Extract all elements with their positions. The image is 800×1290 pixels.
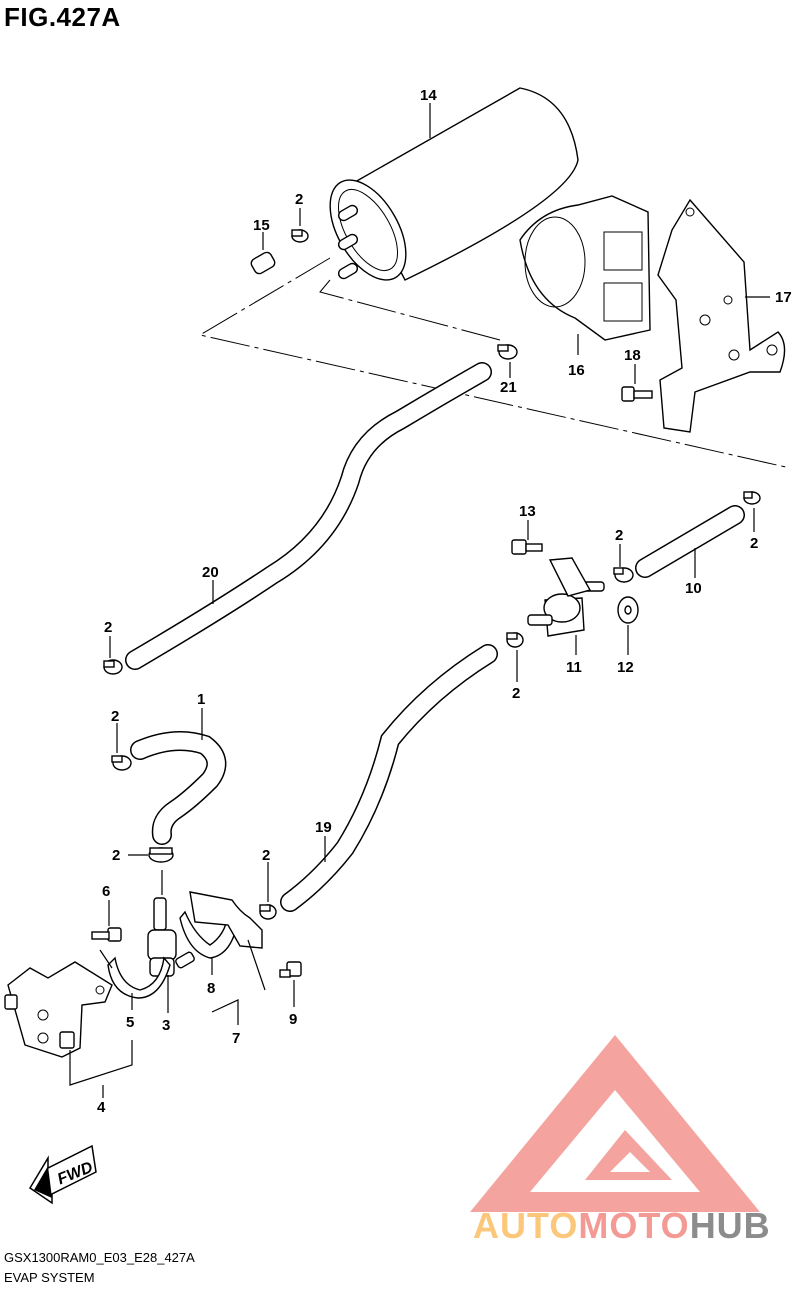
- callout-labels: 14 2 15 17 18 16 21 13 2 2 10 20 2 11 12…: [97, 87, 792, 1116]
- callout-2: 2: [295, 191, 303, 208]
- canister-bracket: [657, 198, 786, 433]
- callout-19: 19: [315, 819, 332, 836]
- callout-2: 2: [104, 619, 112, 636]
- callout-1: 1: [197, 691, 205, 708]
- hose-clamps: [103, 229, 761, 920]
- callout-13: 13: [519, 503, 536, 520]
- hose-clamp-icon: [148, 847, 174, 863]
- bolt-6: [91, 927, 122, 942]
- canister: [329, 87, 579, 281]
- callout-20: 20: [202, 564, 219, 581]
- watermark-hub: HUB: [689, 1205, 771, 1246]
- bracket-7: [189, 891, 263, 949]
- hose-20: [125, 362, 492, 670]
- watermark-logo-icon: [470, 1035, 760, 1212]
- model-code: GSX1300RAM0_E03_E28_427A: [4, 1250, 195, 1265]
- hose-clamp-icon: [613, 567, 634, 583]
- bolt-18: [621, 386, 653, 402]
- reference-lines: [198, 257, 791, 469]
- callout-10: 10: [685, 580, 702, 597]
- callout-2: 2: [615, 527, 623, 544]
- valve-bracket: [4, 961, 113, 1058]
- hose-clamp-icon: [743, 491, 761, 505]
- hose-1: [130, 731, 227, 845]
- callout-9: 9: [289, 1011, 297, 1028]
- callout-2: 2: [262, 847, 270, 864]
- bolt-13: [511, 539, 543, 555]
- washer: [617, 596, 639, 624]
- watermark-auto: AUTO: [473, 1205, 579, 1246]
- valve-holder: [107, 956, 171, 999]
- callout-16: 16: [568, 362, 585, 379]
- callout-4: 4: [97, 1099, 106, 1116]
- hose-clamp-icon: [497, 344, 518, 360]
- callout-2: 2: [112, 847, 120, 864]
- watermark-text: AUTOMOTOHUB: [473, 1205, 771, 1247]
- hose-clamp-icon: [291, 229, 309, 243]
- callout-14: 14: [420, 87, 437, 104]
- callout-3: 3: [162, 1017, 170, 1034]
- callout-21: 21: [500, 379, 517, 396]
- purge-control-valve: [527, 557, 605, 637]
- watermark-moto: MOTO: [578, 1205, 690, 1246]
- callout-18: 18: [624, 347, 641, 364]
- bolt-9: [279, 961, 302, 978]
- canister-holder: [519, 195, 651, 341]
- plug-cap: [250, 251, 276, 275]
- callout-11: 11: [566, 659, 582, 676]
- callout-12: 12: [617, 659, 634, 676]
- callout-5: 5: [126, 1014, 134, 1031]
- hose-19: [280, 644, 498, 912]
- section-title: EVAP SYSTEM: [4, 1270, 95, 1285]
- hose-clamp-icon: [259, 904, 277, 920]
- leader-lines: [69, 103, 770, 1098]
- hose-clamp-icon: [111, 755, 132, 771]
- callout-6: 6: [102, 883, 110, 900]
- figure-title: FIG.427A: [4, 2, 121, 32]
- callout-7: 7: [232, 1030, 240, 1047]
- callout-2: 2: [750, 535, 758, 552]
- callout-15: 15: [253, 217, 270, 234]
- callout-8: 8: [207, 980, 215, 997]
- callout-2: 2: [111, 708, 119, 725]
- fwd-arrow-icon: FWD: [28, 1144, 97, 1205]
- callout-2: 2: [512, 685, 520, 702]
- hose-clamp-icon: [506, 632, 524, 648]
- hose-clamp-icon: [103, 659, 123, 675]
- hose-10: [635, 505, 745, 578]
- callout-17: 17: [775, 289, 792, 306]
